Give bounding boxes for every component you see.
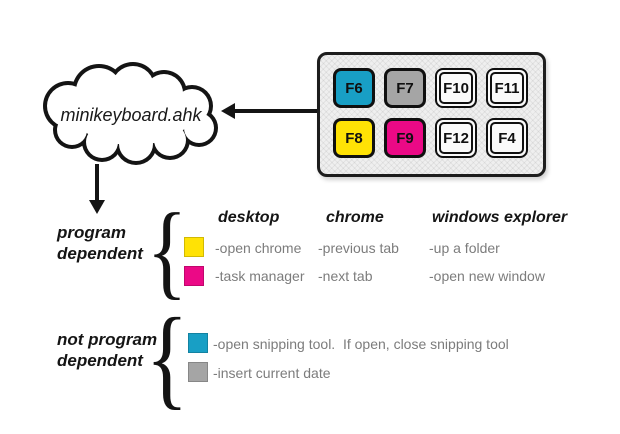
swatch-magenta xyxy=(184,266,204,286)
swatch-gray xyxy=(188,362,208,382)
key-f12-label: F12 xyxy=(443,129,469,147)
arrow-keyboard-to-cloud xyxy=(221,103,319,119)
explorer-action-magenta: -open new window xyxy=(429,268,545,284)
key-f4-label: F4 xyxy=(498,129,516,147)
key-f6: F6 xyxy=(333,68,375,108)
mini-keyboard: F6 F7 F10 F11 F8 F9 F12 F4 xyxy=(317,52,546,177)
key-f7: F7 xyxy=(384,68,426,108)
swatch-cyan xyxy=(188,333,208,353)
key-f10: F10 xyxy=(435,68,477,108)
desktop-action-yellow: -open chrome xyxy=(215,240,302,256)
key-f6-label: F6 xyxy=(345,79,363,97)
not-program-dependent-line1: not program xyxy=(57,330,158,349)
key-f4: F4 xyxy=(486,118,528,158)
column-header-chrome: chrome xyxy=(326,209,384,226)
key-f9-label: F9 xyxy=(396,129,414,147)
column-header-windows-explorer: windows explorer xyxy=(432,209,568,226)
chrome-action-magenta: -next tab xyxy=(318,268,373,284)
desktop-action-magenta: -task manager xyxy=(215,268,305,284)
column-header-desktop: desktop xyxy=(218,209,280,226)
key-f11: F11 xyxy=(486,68,528,108)
arrow-cloud-to-legend xyxy=(89,164,105,214)
program-dependent-label: program dependent xyxy=(57,222,143,264)
gray-action: -insert current date xyxy=(213,365,331,381)
cloud-label: minikeyboard.ahk xyxy=(60,105,202,125)
key-f7-label: F7 xyxy=(396,79,414,97)
chrome-action-yellow: -previous tab xyxy=(318,240,399,256)
swatch-yellow xyxy=(184,237,204,257)
not-program-dependent-label: not program dependent xyxy=(57,329,157,371)
cloud-shape xyxy=(43,62,218,165)
key-f9: F9 xyxy=(384,118,426,158)
program-dependent-line1: program xyxy=(57,223,126,242)
key-f11-label: F11 xyxy=(494,79,520,97)
explorer-action-yellow: -up a folder xyxy=(429,240,500,256)
brace-not-program-dependent: { xyxy=(145,295,189,420)
key-f8-label: F8 xyxy=(345,129,363,147)
key-f10-label: F10 xyxy=(443,79,469,97)
not-program-dependent-line2: dependent xyxy=(57,351,143,370)
key-f8: F8 xyxy=(333,118,375,158)
program-dependent-line2: dependent xyxy=(57,244,143,263)
brace-program-dependent: { xyxy=(146,192,188,309)
cyan-action: -open snipping tool. If open, close snip… xyxy=(213,336,509,352)
key-f12: F12 xyxy=(435,118,477,158)
